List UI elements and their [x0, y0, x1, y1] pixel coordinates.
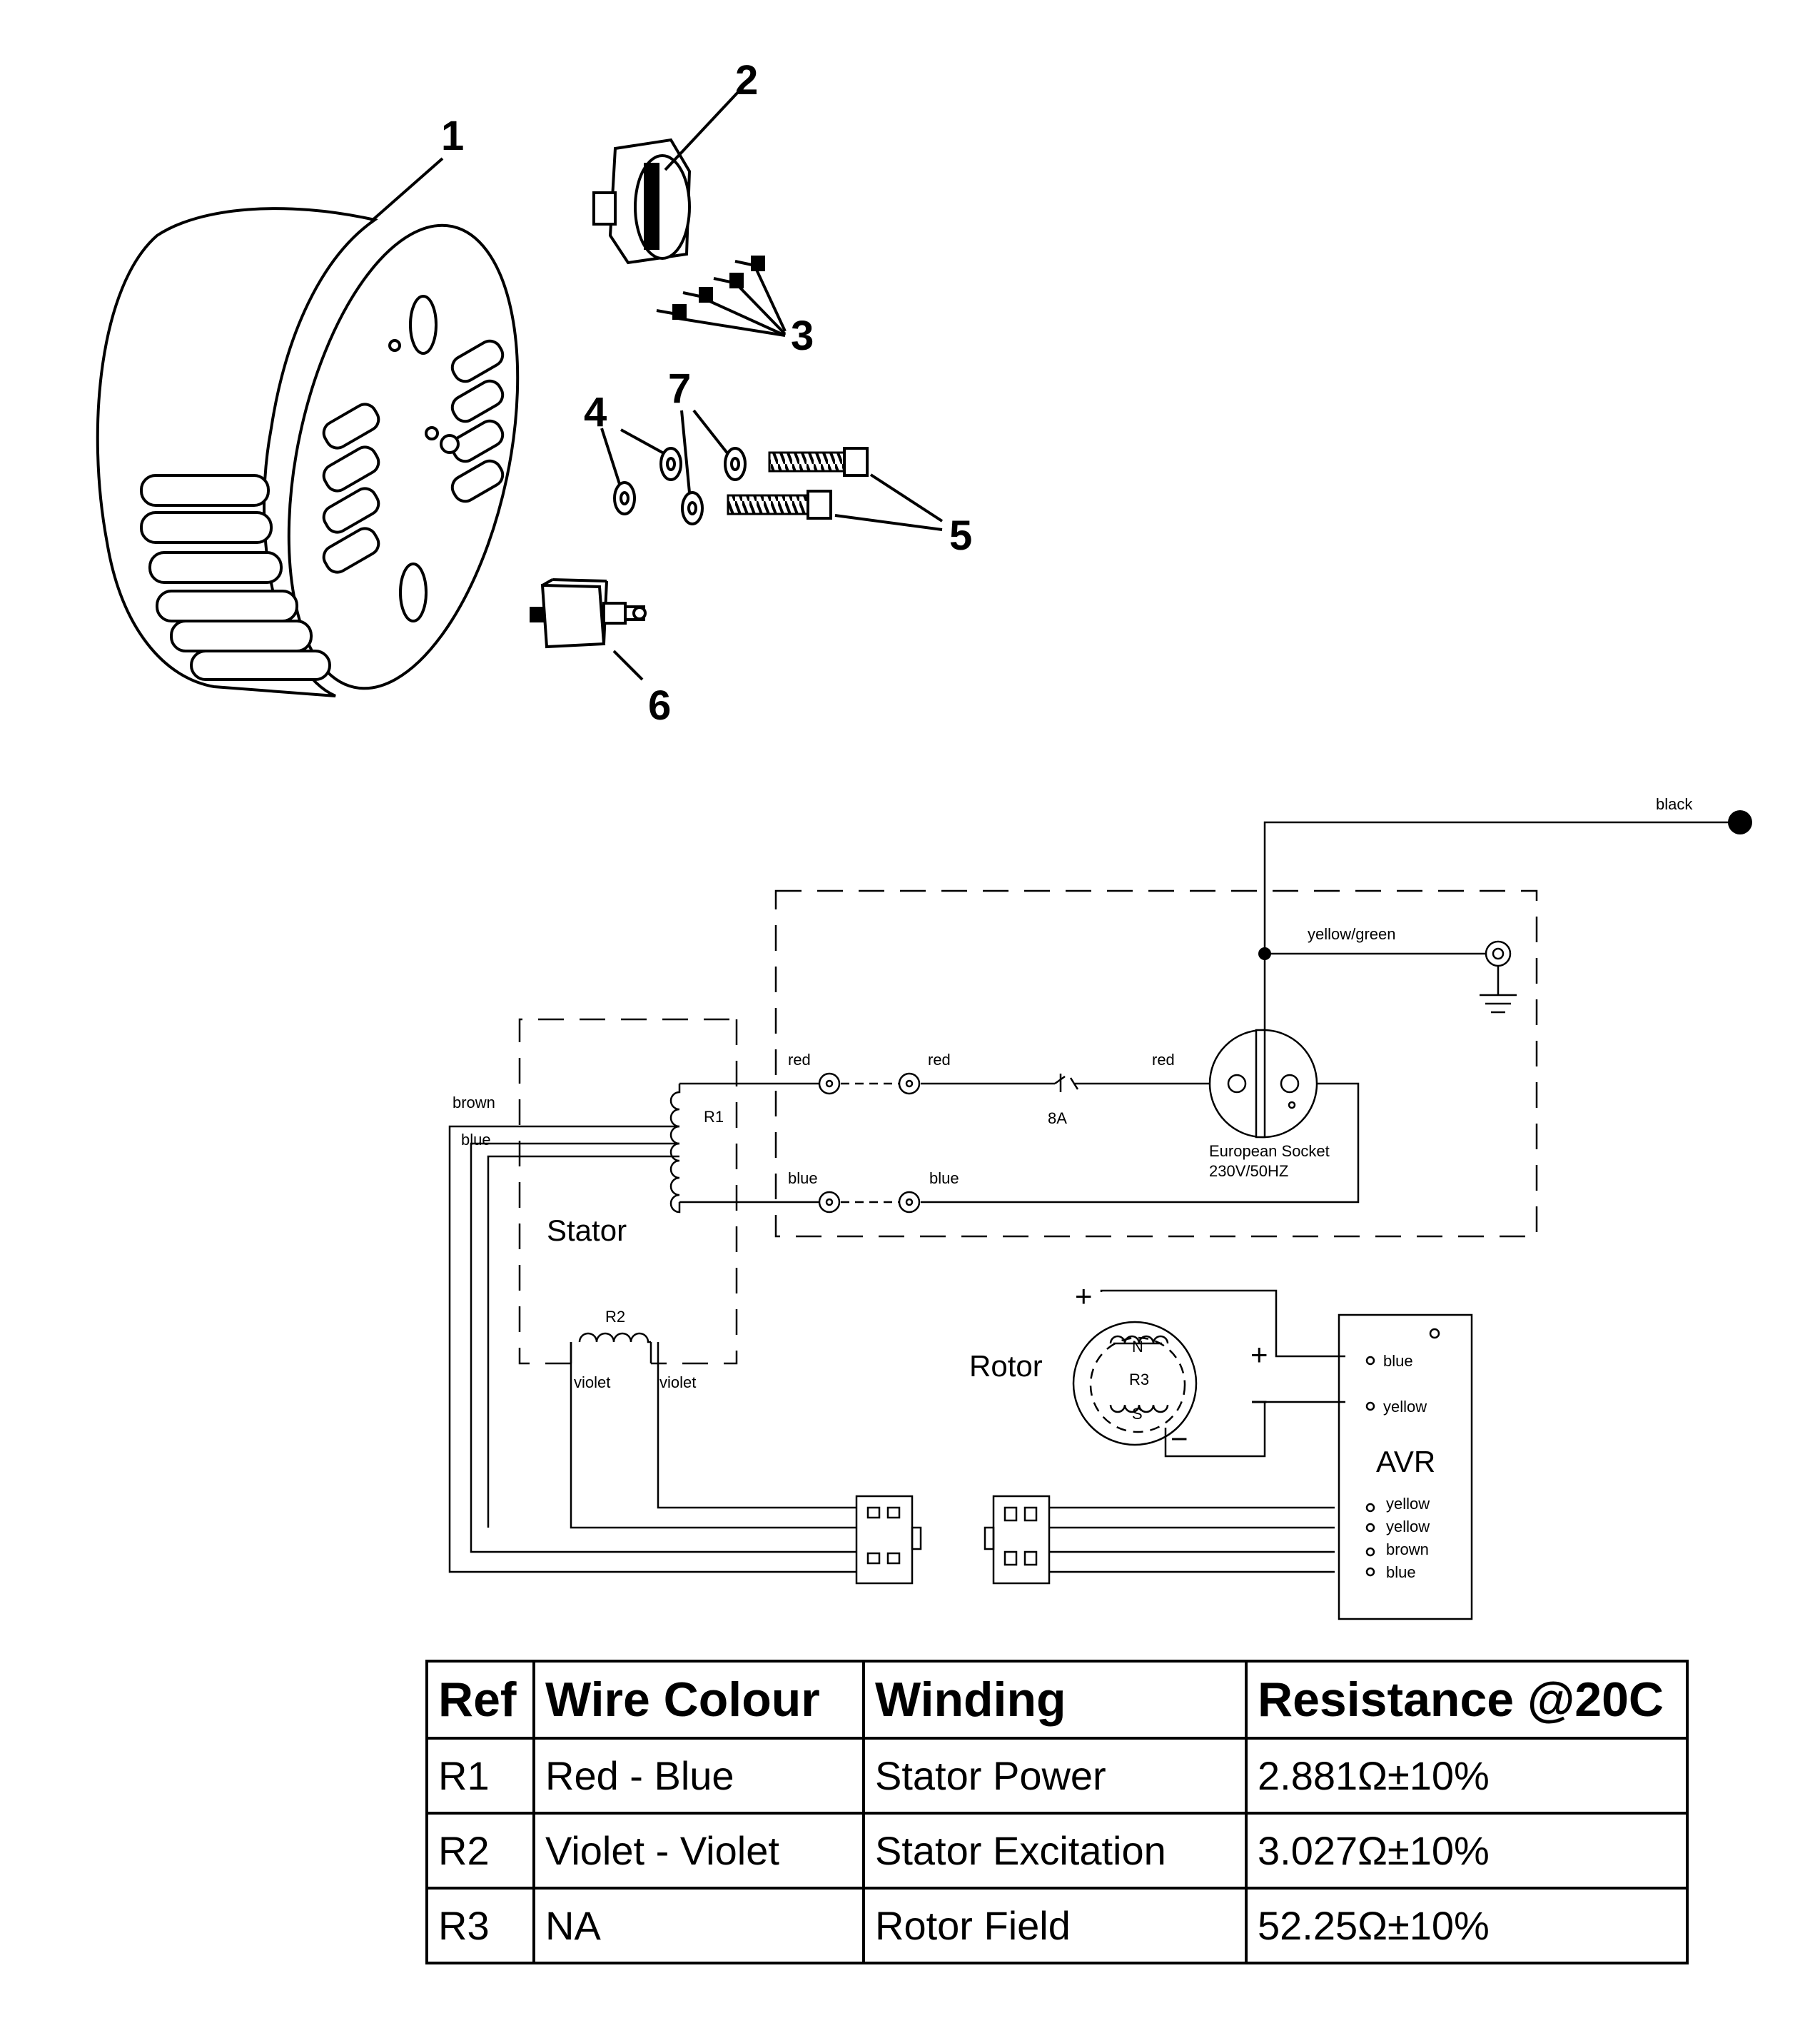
brown-wire	[448, 1125, 856, 1573]
socket-part	[592, 138, 692, 265]
r3-coil-n	[1109, 1335, 1169, 1345]
black-wire	[1263, 821, 1740, 1092]
avr-label-blue-2: blue	[1386, 1563, 1416, 1581]
rotor-housing	[1100, 1289, 1345, 1458]
rotor-outer-arc	[1072, 1321, 1198, 1446]
callout-3: 3	[791, 313, 814, 359]
callout-2-leader	[664, 90, 740, 171]
cell-winding: Rotor Field	[862, 1887, 1248, 1964]
avr-label-yellow-1: yellow	[1386, 1495, 1430, 1513]
r3-coil-s	[1109, 1404, 1169, 1413]
callout-1: 1	[441, 113, 464, 159]
control-panel-enclosure	[774, 889, 1538, 1238]
label-violet-1: violet	[574, 1373, 610, 1391]
cell-wire-colour: NA	[532, 1887, 865, 1964]
label-s-pole: S	[1132, 1405, 1143, 1423]
violet-wire-1	[570, 1342, 856, 1529]
stator-connector	[855, 1495, 914, 1585]
label-n-pole: N	[1132, 1338, 1143, 1356]
end-vents	[322, 339, 505, 574]
label-red-2: red	[928, 1051, 951, 1069]
label-black: black	[1656, 795, 1693, 813]
breaker-part	[530, 578, 647, 649]
cell-ref: R3	[425, 1887, 535, 1964]
callout-6-leader	[612, 650, 644, 681]
callout-2: 2	[735, 57, 758, 104]
screws-3	[656, 256, 765, 320]
earth-junction	[1258, 947, 1271, 960]
earth-symbol	[1480, 966, 1517, 1014]
callout-5: 5	[949, 513, 972, 559]
label-r1: R1	[704, 1108, 724, 1126]
label-blue-1: blue	[788, 1169, 818, 1187]
label-rotor-plus: +	[1075, 1279, 1093, 1313]
stator-enclosure	[518, 1018, 738, 1365]
cell-wire-colour: Red - Blue	[532, 1737, 865, 1815]
callout-3-leaders	[677, 269, 787, 337]
generator-housing	[96, 207, 520, 697]
label-blue-2: blue	[929, 1169, 959, 1187]
table-row: R1 Red - Blue Stator Power 2.881Ω±10%	[425, 1737, 1689, 1815]
label-red-3: red	[1152, 1051, 1175, 1069]
header-winding: Winding	[862, 1660, 1248, 1740]
bolts-5	[727, 447, 869, 520]
table-row: R2 Violet - Violet Stator Excitation 3.0…	[425, 1812, 1689, 1890]
label-r2: R2	[605, 1308, 625, 1326]
washers	[613, 447, 747, 525]
label-brown: brown	[453, 1094, 495, 1111]
avr-connector	[992, 1495, 1051, 1585]
black-terminal	[1728, 810, 1752, 834]
r2-winding	[570, 1332, 652, 1363]
label-rotor-minus: −	[1171, 1422, 1188, 1456]
avr-label-yellow: yellow	[1383, 1398, 1427, 1416]
table-row: R3 NA Rotor Field 52.25Ω±10%	[425, 1887, 1689, 1964]
cell-wire-colour: Violet - Violet	[532, 1812, 865, 1890]
mid-tap-wire	[487, 1155, 679, 1528]
violet-wire-2	[657, 1342, 856, 1509]
blue-to-socket	[921, 1082, 1360, 1204]
table-header-row: Ref Wire Colour Winding Resistance @20C	[425, 1660, 1689, 1740]
label-avr-plus: +	[1250, 1338, 1268, 1371]
header-ref: Ref	[425, 1660, 535, 1740]
cell-ref: R2	[425, 1812, 535, 1890]
callout-4-7-leaders	[600, 409, 729, 493]
resistance-table: Ref Wire Colour Winding Resistance @20C …	[425, 1660, 1689, 1964]
callout-4: 4	[584, 389, 607, 435]
cell-ref: R1	[425, 1737, 535, 1815]
avr-label-yellow-2: yellow	[1386, 1518, 1430, 1535]
cell-winding: Stator Power	[862, 1737, 1248, 1815]
callout-5-leaders	[834, 473, 944, 531]
avr-box	[1338, 1313, 1473, 1620]
side-vents	[140, 474, 331, 681]
header-wire-colour: Wire Colour	[532, 1660, 865, 1740]
rotor-inner	[1089, 1336, 1186, 1433]
label-stator: Stator	[547, 1214, 627, 1247]
cell-winding: Stator Excitation	[862, 1812, 1248, 1890]
avr-label-blue: blue	[1383, 1352, 1413, 1370]
label-red-1: red	[788, 1051, 811, 1069]
r1-winding	[669, 1084, 681, 1214]
label-avr-minus: −	[1250, 1385, 1268, 1418]
callout-7: 7	[668, 365, 691, 412]
label-blue-3: blue	[461, 1131, 491, 1149]
header-resistance: Resistance @20C	[1245, 1660, 1689, 1740]
cell-resistance: 2.881Ω±10%	[1245, 1737, 1689, 1815]
label-socket-name: European Socket	[1209, 1142, 1330, 1160]
label-violet-2: violet	[659, 1373, 696, 1391]
label-yellow-green: yellow/green	[1308, 925, 1396, 943]
terminals	[818, 940, 1512, 1577]
fuse-8a	[1054, 1074, 1222, 1092]
callout-6: 6	[648, 682, 671, 729]
label-avr: AVR	[1376, 1445, 1435, 1478]
callout-1-leader	[370, 157, 444, 223]
label-fuse: 8A	[1048, 1109, 1067, 1127]
avr-label-brown: brown	[1386, 1540, 1429, 1558]
blue-tap-wire	[470, 1142, 856, 1553]
label-r3: R3	[1129, 1371, 1149, 1388]
cell-resistance: 52.25Ω±10%	[1245, 1887, 1689, 1964]
label-rotor: Rotor	[969, 1349, 1043, 1383]
cell-resistance: 3.027Ω±10%	[1245, 1812, 1689, 1890]
label-socket-rating: 230V/50HZ	[1209, 1162, 1288, 1180]
